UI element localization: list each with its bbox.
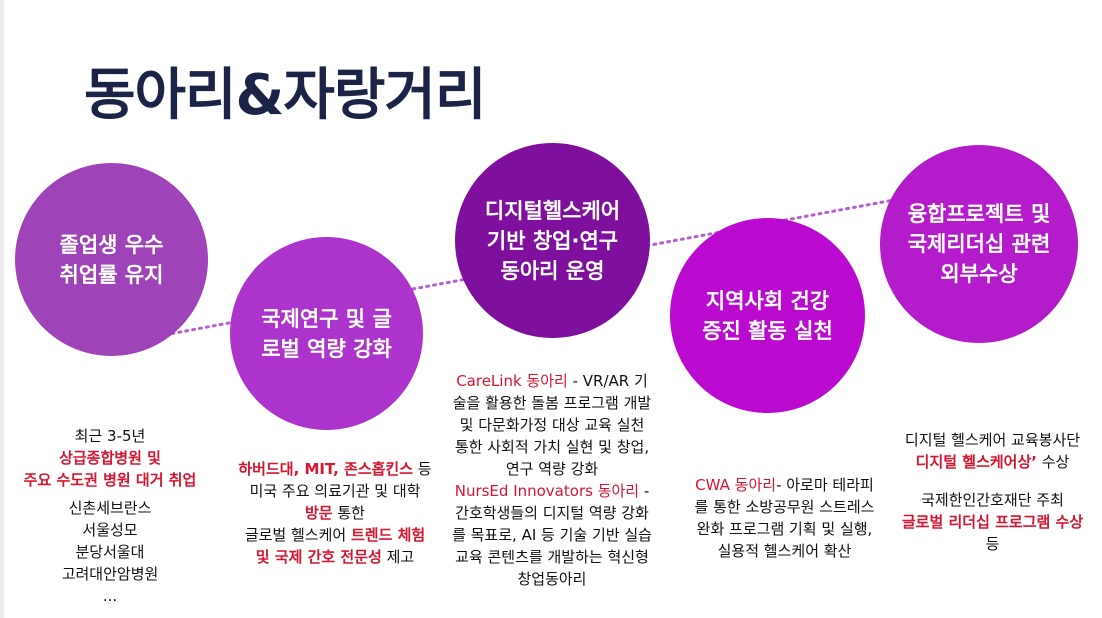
circle-label: 국제연구 및 글 로벌 역량 강화 <box>261 306 392 361</box>
club-name-nursed: NursEd Innovators 동아리 <box>454 482 640 500</box>
hospital-item: 서울성모 <box>82 521 138 539</box>
plain-text: 통한 <box>332 504 365 522</box>
club-name-cwa: CWA 동아리 <box>695 476 777 494</box>
circle-label: 졸업생 우수 취업률 유지 <box>59 232 164 287</box>
circle-label: 지역사회 건강 증진 활동 실천 <box>702 288 833 343</box>
detail-line: 실용적 헬스케어 확산 <box>717 542 852 560</box>
detail-line: CWA 동아리- 아로마 테라피 <box>672 474 897 496</box>
detail-line: 간호학생들의 디지털 역량 강화 <box>455 504 649 522</box>
detail-community-health: CWA 동아리- 아로마 테라피 를 통한 소방공무원 스트레스 완화 프로그램… <box>672 474 897 562</box>
circle-global-research: 국제연구 및 글 로벌 역량 강화 <box>230 237 423 430</box>
detail-line: 교육 콘텐츠를 개발하는 혁신형 <box>455 548 649 566</box>
detail-external-awards: 디지털 헬스케어 교육봉사단 디지털 헬스케어상’ 수상 국제한인간호재단 주최… <box>885 429 1100 555</box>
detail-line: CareLink 동아리 - VR/AR 기 <box>438 370 666 392</box>
detail-line: 연구 역량 강화 <box>505 460 599 478</box>
plain-text: 제고 <box>381 548 415 566</box>
highlight-text: 트렌드 체험 <box>350 526 426 544</box>
detail-line: 하버드대, MIT, 존스홉킨스 등 <box>215 458 455 480</box>
detail-line: 디지털 헬스케어 교육봉사단 <box>904 431 1081 449</box>
detail-line: 글로벌 헬스케어 트렌드 체험 <box>215 524 455 546</box>
detail-line-highlight: 상급종합병원 및 <box>59 449 161 467</box>
detail-line-highlight: 주요 수도권 병원 대거 취업 <box>23 471 197 489</box>
plain-text: - VR/AR 기 <box>567 372 648 390</box>
spacer <box>885 473 1100 489</box>
detail-digital-health-clubs: CareLink 동아리 - VR/AR 기 술을 활용한 돌봄 프로그램 개발… <box>438 370 666 590</box>
detail-line: 등 <box>985 535 1000 553</box>
detail-line: NursEd Innovators 동아리 - <box>438 480 666 502</box>
circle-label: 융합프로젝트 및 국제리더십 관련 외부수상 <box>907 202 1051 286</box>
highlight-text: 글로벌 리더십 프로그램 수상 <box>901 513 1084 531</box>
plain-text: 글로벌 헬스케어 <box>244 526 351 544</box>
detail-line: 국제한인간호재단 주최 <box>921 491 1064 509</box>
plain-text: - 아로마 테라피 <box>776 476 874 494</box>
circle-employment: 졸업생 우수 취업률 유지 <box>15 163 208 356</box>
hospital-item: 신촌세브란스 <box>68 499 152 517</box>
circle-label: 디지털헬스케어 기반 창업·연구 동아리 운영 <box>484 198 621 283</box>
left-edge-bar <box>0 0 4 618</box>
circle-community-health: 지역사회 건강 증진 활동 실천 <box>670 218 865 413</box>
plain-text: - <box>639 482 650 500</box>
detail-line: 미국 주요 의료기관 및 대학 <box>249 482 421 500</box>
circle-external-awards: 융합프로젝트 및 국제리더십 관련 외부수상 <box>880 145 1078 343</box>
detail-line: 및 국제 간호 전문성 제고 <box>215 546 455 568</box>
hospital-item: 분당서울대 <box>75 543 145 561</box>
detail-line: 통한 사회적 가치 실현 및 창업, <box>454 438 650 456</box>
highlight-text: 방문 <box>305 504 333 522</box>
detail-line: 및 다문화가정 대상 교육 실천 <box>459 416 645 434</box>
plain-text: 등 <box>413 460 432 478</box>
detail-line: 창업동아리 <box>517 570 587 588</box>
highlight-text: 디지털 헬스케어상’ <box>915 453 1037 471</box>
page-title: 동아리&자랑거리 <box>84 63 486 128</box>
detail-line: 디지털 헬스케어상’ 수상 <box>885 451 1100 473</box>
detail-employment: 최근 3-5년 상급종합병원 및 주요 수도권 병원 대거 취업 신촌세브란스 … <box>0 425 220 607</box>
detail-line: 최근 3-5년 <box>74 427 146 445</box>
hospital-item: 고려대안암병원 <box>61 565 159 583</box>
detail-global-research: 하버드대, MIT, 존스홉킨스 등 미국 주요 의료기관 및 대학 방문 통한… <box>215 458 455 568</box>
circle-digital-health-club: 디지털헬스케어 기반 창업·연구 동아리 운영 <box>455 143 650 338</box>
club-name-carelink: CareLink 동아리 <box>456 372 568 390</box>
detail-line: 글로벌 리더십 프로그램 수상 <box>885 511 1100 533</box>
detail-line: 를 목표로, AI 등 기술 기반 실습 <box>452 526 652 544</box>
detail-line: 를 통한 소방공무원 스트레스 <box>694 498 875 516</box>
detail-line: 방문 통한 <box>215 502 455 524</box>
plain-text: 수상 <box>1036 453 1070 471</box>
highlight-text: 및 국제 간호 전문성 <box>255 548 382 566</box>
ellipsis: ... <box>102 587 118 605</box>
detail-line: 완화 프로그램 기획 및 실행, <box>696 520 873 538</box>
highlight-text: 하버드대, MIT, 존스홉킨스 <box>238 460 414 478</box>
detail-line: 술을 활용한 돌봄 프로그램 개발 <box>452 394 652 412</box>
